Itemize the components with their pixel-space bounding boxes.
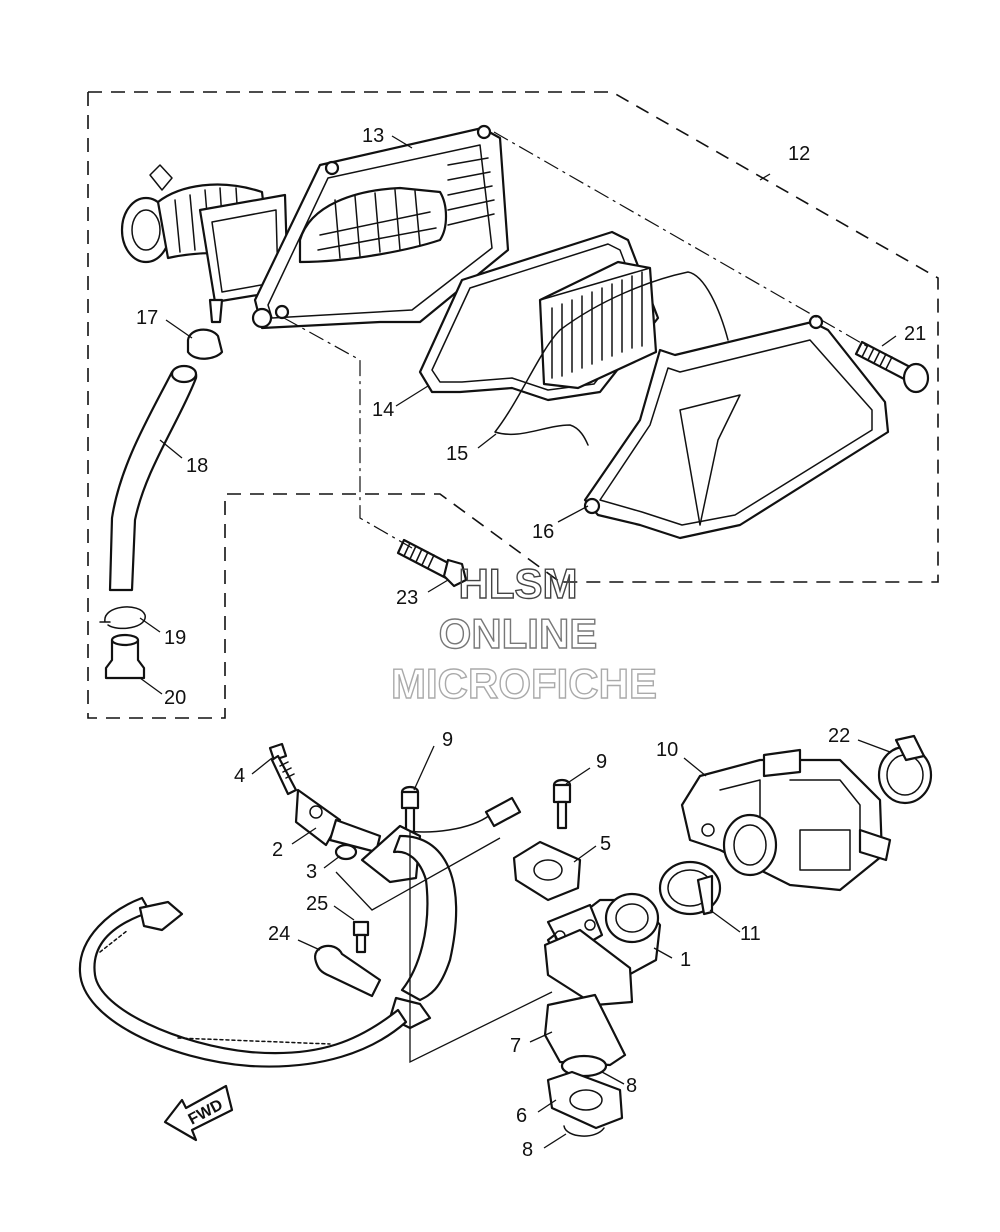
watermark: HLSM ONLINE MICROFICHE: [390, 559, 657, 707]
callout-9-right: 9: [596, 751, 607, 773]
callout-12: 12: [788, 143, 810, 165]
spacer-7[interactable]: [543, 928, 634, 1007]
clamp-22[interactable]: [877, 734, 933, 805]
gasket-5[interactable]: [512, 840, 582, 902]
fuel-hose[interactable]: [392, 834, 458, 1002]
callout-17: 17: [136, 307, 158, 329]
air-cleaner-case[interactable]: [120, 124, 510, 330]
drain-plug-20[interactable]: [104, 633, 146, 680]
assembly-center-line-lower: [335, 832, 553, 1064]
flange-6-hole: [569, 1089, 603, 1111]
callout-5: 5: [600, 833, 611, 855]
cover-screw-21[interactable]: [854, 340, 930, 394]
case-bolt-23[interactable]: [396, 538, 468, 588]
hose-clip-19[interactable]: [99, 606, 146, 630]
watermark-line-3: MICROFICHE: [391, 660, 657, 707]
injector-2[interactable]: [294, 788, 382, 854]
watermark-line-1: HLSM: [459, 560, 578, 607]
leader-lines: [139, 135, 897, 1149]
hose-marking: [99, 929, 331, 1045]
callout-labels: 13 12 21 17 18 14 15 16 23 19 20 9 4 9 1…: [136, 125, 926, 1161]
sensor-connector[interactable]: [484, 796, 522, 828]
callout-4: 4: [234, 765, 245, 787]
gasket-5-hole: [533, 859, 563, 881]
callout-15: 15: [446, 443, 468, 465]
clamp-11[interactable]: [658, 860, 722, 916]
hose-end: [170, 364, 198, 384]
callout-2: 2: [272, 839, 283, 861]
watermark-line-2: ONLINE: [439, 610, 598, 657]
throttle-body-10[interactable]: [680, 748, 892, 892]
bolt-9-left[interactable]: [400, 785, 420, 834]
callout-13: 13: [362, 125, 384, 147]
callout-22: 22: [828, 725, 850, 747]
air-cleaner-assembly-boundary: [87, 91, 939, 719]
callout-3: 3: [306, 861, 317, 883]
hose-clamp-17[interactable]: [186, 328, 224, 360]
drain-hose-18[interactable]: [108, 365, 198, 592]
callout-19: 19: [164, 627, 186, 649]
hose-clamp-24[interactable]: [314, 944, 382, 998]
element-seal-wire: [494, 271, 729, 446]
callout-1: 1: [680, 949, 691, 971]
callout-21: 21: [904, 323, 926, 345]
o-ring-8-lower[interactable]: [563, 1125, 605, 1137]
breather-hose[interactable]: [78, 896, 408, 1068]
callout-6: 6: [516, 1105, 527, 1127]
air-filter-element[interactable]: [538, 260, 658, 390]
callout-8-upper: 8: [626, 1075, 637, 1097]
o-ring-3[interactable]: [334, 843, 358, 861]
callout-8-lower: 8: [522, 1139, 533, 1161]
forward-direction-arrow: FWD: [163, 1084, 234, 1142]
bolt-4[interactable]: [268, 742, 298, 796]
callout-24: 24: [268, 923, 290, 945]
case-gasket-inner: [431, 243, 647, 391]
callout-25: 25: [306, 893, 328, 915]
breather-hose-end[interactable]: [138, 900, 184, 932]
callout-7: 7: [510, 1035, 521, 1057]
assembly-center-line-upper: [283, 131, 871, 549]
callout-14: 14: [372, 399, 394, 421]
gasket-7[interactable]: [543, 993, 627, 1067]
callout-18: 18: [186, 455, 208, 477]
callout-23: 23: [396, 587, 418, 609]
callout-11: 11: [740, 923, 761, 945]
callout-9-left: 9: [442, 729, 453, 751]
callout-20: 20: [164, 687, 186, 709]
bolt-9-right[interactable]: [552, 778, 572, 830]
flange-6[interactable]: [546, 1070, 624, 1130]
screw-25[interactable]: [352, 920, 370, 954]
air-cleaner-cover[interactable]: [583, 314, 890, 540]
callout-16: 16: [532, 521, 554, 543]
callout-10: 10: [656, 739, 678, 761]
